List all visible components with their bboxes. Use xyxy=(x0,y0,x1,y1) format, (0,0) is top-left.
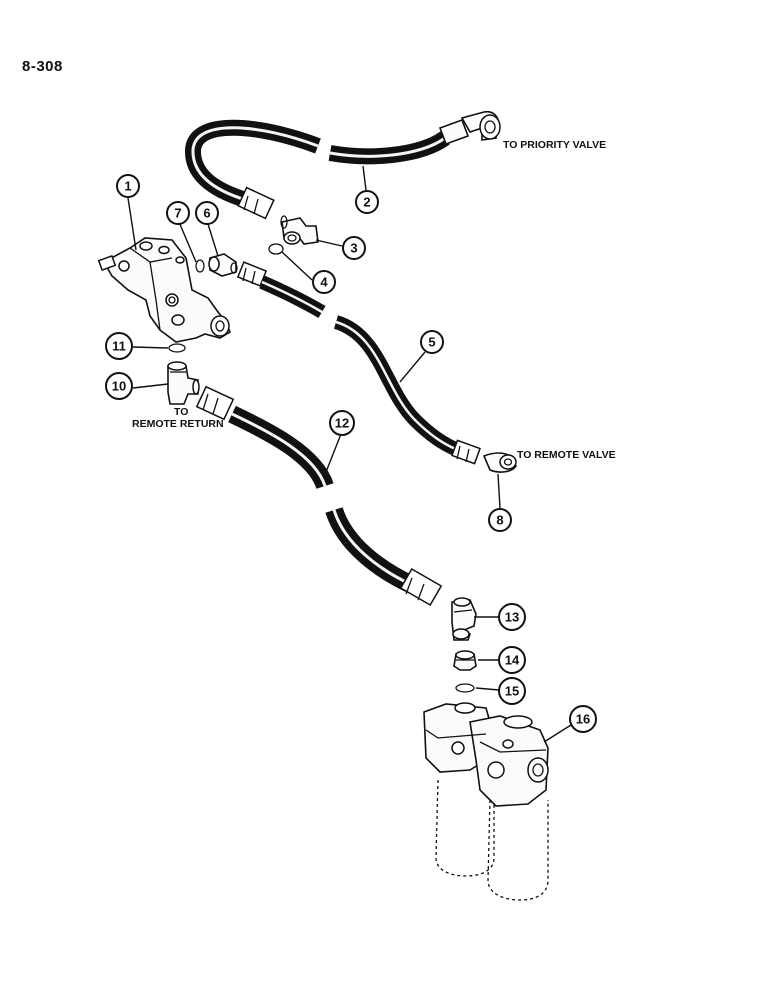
elbow-fitting-6 xyxy=(208,253,238,277)
svg-text:5: 5 xyxy=(428,335,435,350)
callout-7: 7 xyxy=(166,201,190,225)
callout-3: 3 xyxy=(342,236,366,260)
callout-8: 8 xyxy=(488,508,512,532)
adapter-fitting-14 xyxy=(453,650,477,671)
callout-10: 10 xyxy=(105,372,133,400)
svg-text:8: 8 xyxy=(496,513,503,528)
svg-text:3: 3 xyxy=(350,241,357,256)
hose-5 xyxy=(236,261,481,465)
label-to-remote-return-line1: TO xyxy=(174,406,188,418)
tee-fitting-10 xyxy=(167,361,200,405)
svg-text:15: 15 xyxy=(505,684,519,699)
filter-assembly-16 xyxy=(423,702,549,901)
o-ring-15 xyxy=(455,683,475,693)
o-ring-7 xyxy=(195,259,205,273)
elbow-fitting-8 xyxy=(482,452,517,473)
svg-text:4: 4 xyxy=(320,275,328,290)
label-to-priority-valve: TO PRIORITY VALVE xyxy=(503,139,606,151)
svg-text:12: 12 xyxy=(335,416,349,431)
page-number: 8-308 xyxy=(22,58,63,75)
callout-11: 11 xyxy=(105,332,133,360)
o-ring-11 xyxy=(168,343,186,353)
valve-body-1 xyxy=(97,237,231,343)
callout-13: 13 xyxy=(498,603,526,631)
svg-text:6: 6 xyxy=(203,206,210,221)
svg-text:1: 1 xyxy=(124,179,131,194)
svg-text:13: 13 xyxy=(505,610,519,625)
callout-12: 12 xyxy=(329,410,355,436)
svg-text:7: 7 xyxy=(174,206,181,221)
label-to-remote-valve: TO REMOTE VALVE xyxy=(517,449,616,461)
svg-text:10: 10 xyxy=(112,379,126,394)
svg-text:16: 16 xyxy=(576,712,590,727)
callout-2: 2 xyxy=(355,190,379,214)
callout-5: 5 xyxy=(420,330,444,354)
svg-text:14: 14 xyxy=(505,653,520,668)
callout-1: 1 xyxy=(116,174,140,198)
leader-lines xyxy=(127,165,572,743)
o-ring-4 xyxy=(268,243,284,255)
tee-fitting-13 xyxy=(451,597,477,641)
callout-14: 14 xyxy=(498,646,526,674)
callout-16: 16 xyxy=(569,705,597,733)
elbow-fitting-3 xyxy=(280,215,319,245)
label-to-remote-return-line2: REMOTE RETURN xyxy=(132,418,224,430)
hose-2 xyxy=(185,110,501,220)
svg-text:11: 11 xyxy=(112,339,126,354)
callout-4: 4 xyxy=(312,270,336,294)
callout-15: 15 xyxy=(498,677,526,705)
svg-text:2: 2 xyxy=(363,195,370,210)
hose-12 xyxy=(195,385,443,607)
callout-6: 6 xyxy=(195,201,219,225)
